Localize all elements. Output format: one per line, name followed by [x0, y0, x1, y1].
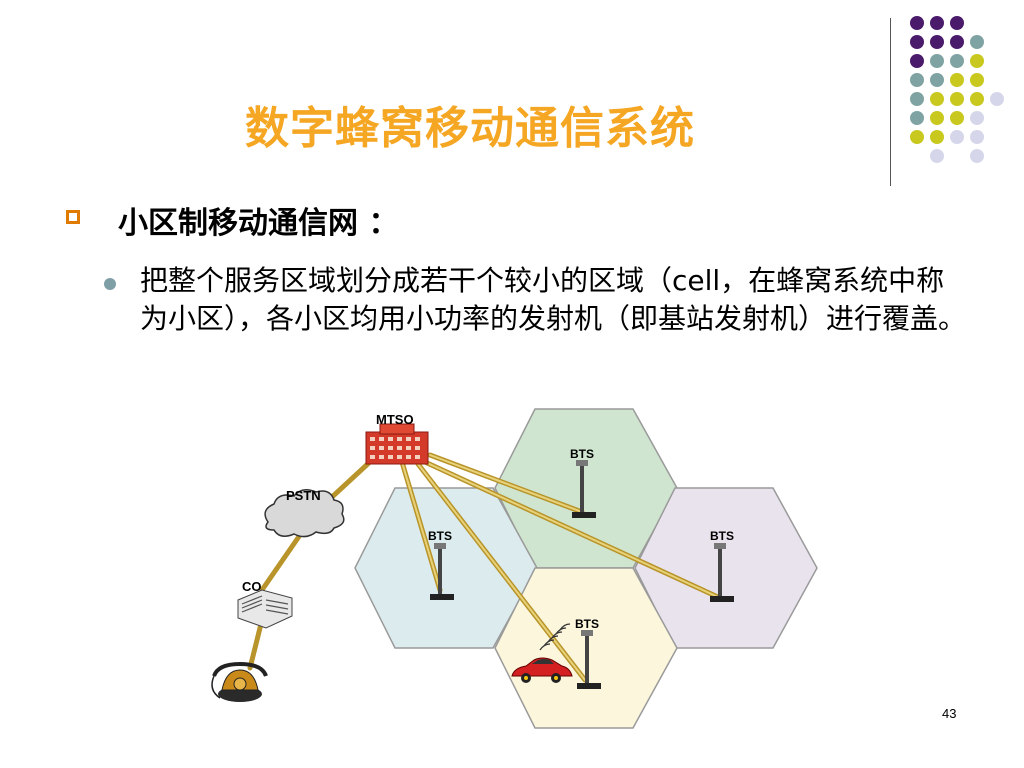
- co-building-icon: [237, 589, 293, 629]
- mtso-links-highlight: [401, 454, 721, 681]
- telephone-icon: [211, 661, 268, 702]
- square-bullet-icon: [66, 210, 80, 224]
- dot-row-5: [910, 92, 1004, 106]
- cellular-network-diagram: MTSO PSTN CO BTS BTS: [211, 408, 818, 729]
- bts-label-left: BTS: [428, 529, 452, 543]
- mtso-label: MTSO: [376, 412, 414, 427]
- mtso-building-icon: [365, 423, 429, 465]
- co-label: CO: [242, 579, 262, 594]
- decorative-dot-grid: [910, 16, 1004, 163]
- page-number: 43: [942, 706, 957, 721]
- dot-row-7: [910, 130, 984, 144]
- dot-row-8: [930, 149, 984, 163]
- section-heading: 小区制移动通信网 ：: [118, 206, 399, 241]
- slide-title: 数字蜂窝移动通信系统: [245, 103, 695, 154]
- round-bullet-icon: [104, 278, 116, 290]
- bts-label-top: BTS: [570, 447, 594, 461]
- bts-tower-left: [430, 543, 454, 600]
- pstn-label: PSTN: [286, 488, 321, 503]
- decorative-divider: [890, 18, 891, 186]
- car-icon: [511, 657, 573, 683]
- bts-tower-top: [572, 460, 596, 518]
- dot-row-4: [910, 73, 984, 87]
- pstn-cloud-icon: [264, 489, 345, 538]
- body-paragraph: 把整个服务区域划分成若干个较小的区域（cell，在蜂窝系统中称为小区），各小区均…: [140, 264, 967, 335]
- bts-tower-bottom: [577, 630, 601, 689]
- dot-row-6: [910, 111, 984, 125]
- dot-row-3: [910, 54, 984, 68]
- bts-label-bottom: BTS: [575, 617, 599, 631]
- dot-row-1: [910, 16, 964, 30]
- bts-tower-right: [710, 543, 734, 602]
- bts-label-right: BTS: [710, 529, 734, 543]
- dot-row-2: [910, 35, 984, 49]
- radio-waves-icon: [539, 623, 571, 651]
